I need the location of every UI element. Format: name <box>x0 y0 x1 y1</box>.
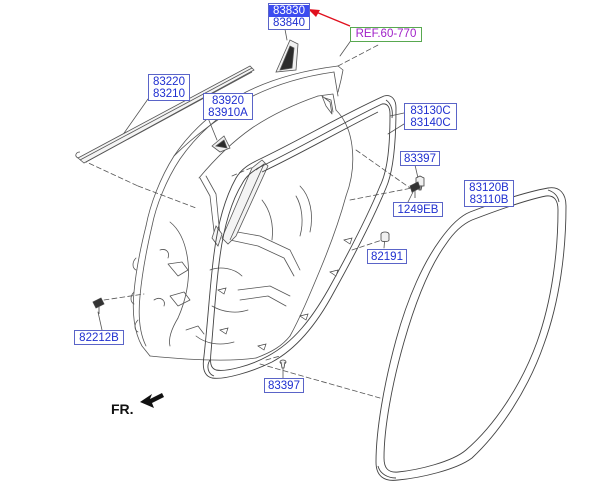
part-number-83840: 83840 <box>273 17 305 29</box>
part-number-83920: 83920 <box>212 95 244 107</box>
part-number-83397: 83397 <box>268 380 300 392</box>
part-label-83920-83910A[interactable]: 83920 83910A <box>203 93 253 120</box>
part-label-82212B[interactable]: 82212B <box>74 330 124 345</box>
part-label-1249EB[interactable]: 1249EB <box>393 202 443 217</box>
part-label-83130C-83140C[interactable]: 83130C 83140C <box>404 103 457 130</box>
fastener-clip-83397-bottom <box>279 359 287 369</box>
part-number-83397: 83397 <box>404 153 436 165</box>
screw-82212B <box>92 297 105 314</box>
part-label-83120B-83110B[interactable]: 83120B 83110B <box>464 180 514 207</box>
part-label-83220-83210[interactable]: 83220 83210 <box>148 74 190 101</box>
part-number-82212B: 82212B <box>79 332 119 344</box>
part-number-83140C: 83140C <box>410 117 451 129</box>
plug-82191 <box>380 231 390 242</box>
part-number-83910A: 83910A <box>208 107 248 119</box>
body-weatherstrip <box>375 187 567 481</box>
part-number-83220: 83220 <box>153 76 185 88</box>
belt-weatherstrip <box>75 65 255 164</box>
door-panel <box>130 65 354 361</box>
front-marker: FR. <box>111 401 134 417</box>
delta-molding-part <box>275 39 299 73</box>
part-label-82191[interactable]: 82191 <box>367 249 407 264</box>
front-direction-arrow <box>140 393 164 408</box>
part-number-83130C: 83130C <box>410 105 451 117</box>
screw-1249EB <box>409 181 421 198</box>
callout-arrow <box>308 9 351 27</box>
part-number-83120B: 83120B <box>469 182 509 194</box>
part-label-83397-bottom[interactable]: 83397 <box>264 378 304 393</box>
part-number-1249EB: 1249EB <box>397 204 439 216</box>
part-number-82191: 82191 <box>371 251 403 263</box>
part-number-83830: 83830 <box>269 5 309 17</box>
door-weatherstrip <box>202 95 397 379</box>
garnish-part <box>211 135 231 153</box>
part-label-83397-top[interactable]: 83397 <box>400 151 440 166</box>
weatherstrip-clips <box>217 237 353 351</box>
part-number-83110B: 83110B <box>469 194 509 206</box>
reference-label[interactable]: REF.60-770 <box>350 27 422 42</box>
part-number-83210: 83210 <box>153 88 185 100</box>
part-label-83830-83840[interactable]: 83830 83840 <box>268 3 310 30</box>
